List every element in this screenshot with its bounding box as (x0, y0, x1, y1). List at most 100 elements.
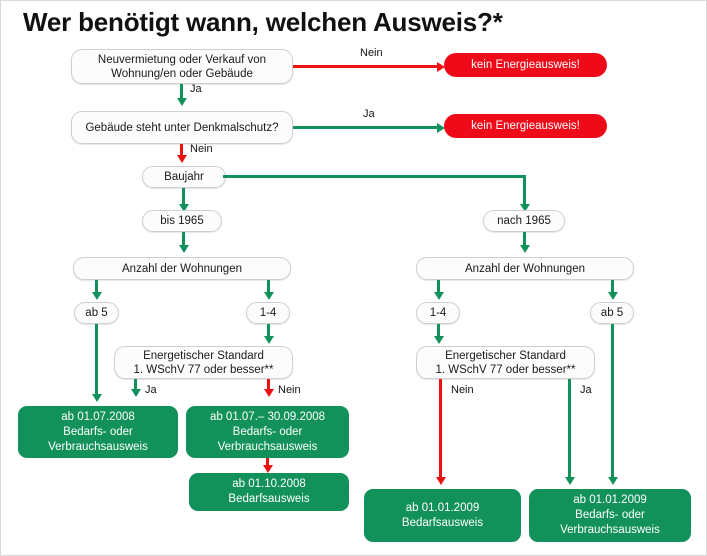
edge-baujahr-left-arrowhead (178, 204, 189, 212)
edge-label-std-left-nein: Nein (278, 384, 301, 396)
edge-std-left-ja-line (134, 379, 137, 391)
edge-label-std-left-ja: Ja (145, 384, 157, 396)
edge-nach1965-arrowhead (519, 245, 530, 253)
result-3-line2: Bedarfsausweis (228, 493, 310, 505)
edge-anzahl-left-ab5-arrowhead (91, 292, 102, 300)
node-start-label: Neuvermietung oder Verkauf von Wohnung/e… (97, 53, 267, 80)
result-2-line3: Verbrauchsausweis (217, 440, 318, 453)
edge-left-ab5-long-line (95, 324, 98, 396)
edge-right-1-4-line (437, 324, 440, 338)
edge-left-ab5-long-arrowhead (91, 394, 102, 402)
edge-bis1965-line (182, 232, 185, 247)
node-left-ab5-label: ab 5 (85, 307, 108, 319)
edge-baujahr-right-vline (523, 175, 526, 206)
node-baujahr: Baujahr (142, 166, 226, 188)
node-anzahl-right-label: Anzahl der Wohnungen (465, 262, 585, 275)
edge-label-start-nein: Nein (360, 47, 383, 59)
result-1-line1: ab 01.07.2008 (61, 410, 135, 423)
edge-std-left-nein-line (267, 379, 270, 391)
edge-right-ab5-long-line (611, 324, 614, 479)
edge-denkmal-nein-line (180, 144, 183, 157)
edge-r2-to-r3-line (266, 458, 269, 467)
std-right-line1: Energetischer Standard (445, 349, 566, 362)
edge-baujahr-left-line (182, 188, 185, 206)
node-nach-1965: nach 1965 (483, 210, 565, 232)
edge-anzahl-right-1-4-arrowhead (433, 292, 444, 300)
edge-baujahr-right-arrowhead (519, 204, 530, 212)
edge-anzahl-right-ab5-line (611, 280, 614, 294)
node-right-1-4-label: 1-4 (429, 307, 447, 319)
node-energetischer-standard-right: Energetischer Standard 1. WSchV 77 oder … (416, 346, 595, 379)
result-box-3: ab 01.10.2008 Bedarfsausweis (189, 473, 349, 511)
edge-right-ab5-long-arrowhead (607, 477, 618, 485)
node-left-1-4-label: 1-4 (259, 307, 277, 319)
edge-nach1965-line (523, 232, 526, 247)
terminal-2-label: kein Energieausweis! (471, 120, 580, 132)
edge-start-nein-line (293, 65, 439, 68)
terminal-kein-energieausweis-1: kein Energieausweis! (444, 53, 607, 77)
terminal-1-label: kein Energieausweis! (471, 59, 580, 71)
edge-baujahr-right-hline (223, 175, 526, 178)
result-5-line2: Bedarfs- oder (575, 509, 645, 521)
page-title: Wer benötigt wann, welchen Ausweis?* (23, 7, 503, 37)
edge-left-1-4-line (267, 324, 270, 338)
edge-label-std-right-nein: Nein (451, 384, 474, 396)
node-right-ab5: ab 5 (590, 302, 634, 324)
node-anzahl-left-label: Anzahl der Wohnungen (122, 262, 242, 275)
result-box-2: ab 01.07.– 30.09.2008 Bedarfs- oder Verb… (186, 406, 349, 458)
edge-anzahl-right-1-4-line (437, 280, 440, 294)
std-right-line2: 1. WSchV 77 oder besser** (435, 363, 576, 376)
result-box-4: ab 01.01.2009 Bedarfsausweis (364, 489, 521, 542)
edge-right-1-4-arrowhead (433, 336, 444, 344)
edge-std-right-nein-line (439, 379, 442, 479)
terminal-kein-energieausweis-2: kein Energieausweis! (444, 114, 607, 138)
std-left-line1: Energetischer Standard (143, 349, 264, 362)
edge-anzahl-right-ab5-arrowhead (607, 292, 618, 300)
node-bis-1965: bis 1965 (142, 210, 222, 232)
edge-std-right-nein-arrowhead (435, 477, 446, 485)
result-2-line1: ab 01.07.– 30.09.2008 (209, 410, 326, 423)
result-1-line3: Verbrauchsausweis (48, 440, 148, 453)
node-denkmalschutz-label: Gebäude steht unter Denkmalschutz? (85, 121, 279, 134)
node-right-1-4: 1-4 (416, 302, 460, 324)
edge-anzahl-left-1-4-line (267, 280, 270, 294)
result-5-line3: Verbrauchsausweis (560, 524, 660, 536)
result-1-line2: Bedarfs- oder (63, 425, 133, 438)
result-4-line1: ab 01.01.2009 (405, 501, 480, 514)
result-4-line2: Bedarfsausweis (401, 516, 484, 529)
node-left-ab5: ab 5 (74, 302, 119, 324)
edge-label-std-right-ja: Ja (580, 384, 592, 396)
std-left-line2: 1. WSchV 77 oder besser** (133, 363, 274, 376)
node-nach-1965-label: nach 1965 (497, 215, 551, 227)
node-bis-1965-label: bis 1965 (160, 215, 204, 227)
edge-std-right-ja-arrowhead (564, 477, 575, 485)
edge-anzahl-left-ab5-line (95, 280, 98, 294)
edge-left-1-4-arrowhead (263, 336, 274, 344)
edge-label-denkmal-ja: Ja (363, 108, 375, 120)
edge-anzahl-left-1-4-arrowhead (263, 292, 274, 300)
edge-start-ja-arrowhead (176, 98, 187, 106)
edge-start-ja-line (180, 84, 183, 101)
result-5-line1: ab 01.01.2009 (573, 494, 647, 506)
node-anzahl-wohnungen-left: Anzahl der Wohnungen (73, 257, 291, 280)
edge-denkmal-nein-arrowhead (176, 155, 187, 163)
edge-denkmal-ja-line (293, 126, 439, 129)
result-box-1: ab 01.07.2008 Bedarfs- oder Verbrauchsau… (18, 406, 178, 458)
edge-denkmal-ja-arrowhead (437, 122, 445, 133)
result-box-5: ab 01.01.2009 Bedarfs- oder Verbrauchsau… (529, 489, 691, 542)
edge-r2-to-r3-arrowhead (262, 465, 273, 473)
edge-label-denkmal-nein: Nein (190, 143, 213, 155)
node-energetischer-standard-left: Energetischer Standard 1. WSchV 77 oder … (114, 346, 293, 379)
result-2-line2: Bedarfs- oder (232, 425, 303, 438)
node-left-1-4: 1-4 (246, 302, 290, 324)
node-denkmalschutz: Gebäude steht unter Denkmalschutz? (71, 111, 293, 144)
edge-std-right-ja-line (568, 379, 571, 479)
edge-label-start-ja: Ja (190, 83, 202, 95)
edge-std-left-nein-arrowhead (263, 389, 274, 397)
node-start: Neuvermietung oder Verkauf von Wohnung/e… (71, 49, 293, 84)
result-3-line1: ab 01.10.2008 (232, 478, 306, 490)
node-right-ab5-label: ab 5 (600, 307, 624, 319)
edge-start-nein-arrowhead (437, 61, 445, 72)
node-anzahl-wohnungen-right: Anzahl der Wohnungen (416, 257, 634, 280)
